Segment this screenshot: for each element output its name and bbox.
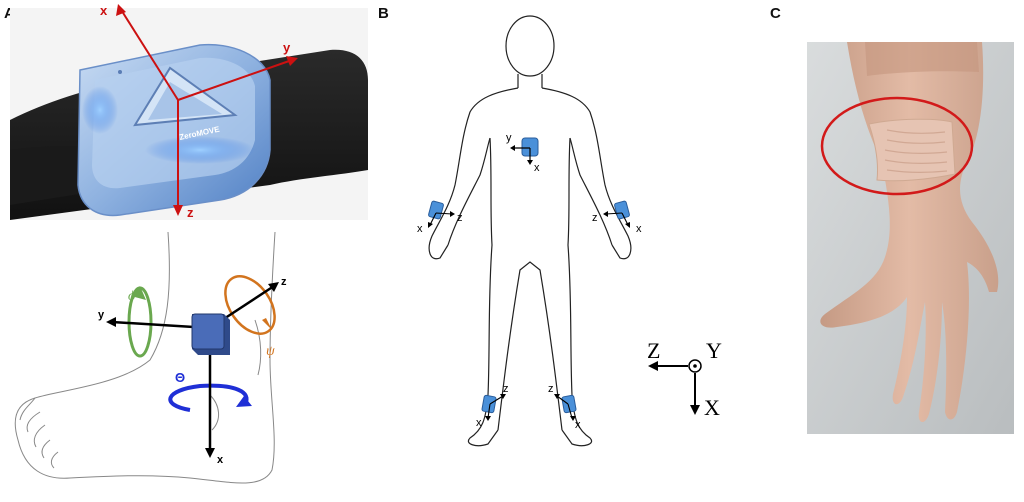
- panel-b: y x z x z x z x z x: [417, 15, 722, 447]
- panel-label-b: B: [378, 5, 389, 22]
- arm-photo: [820, 42, 999, 423]
- left-ankle-sensor-z-label: z: [548, 383, 554, 395]
- chest-sensor-y-label: y: [506, 132, 512, 144]
- ankle-axis-y-label: y: [98, 309, 105, 321]
- left-wrist-sensor: z x: [592, 200, 642, 235]
- right-wrist-sensor: z x: [417, 200, 463, 235]
- theta-arrowhead-icon: [236, 396, 252, 407]
- left-wrist-sensor-x-label: x: [636, 223, 642, 235]
- right-wrist-sensor-icon: [428, 200, 444, 220]
- panel-c-photo: [807, 42, 1014, 434]
- right-ankle-sensor-x-label: x: [476, 417, 482, 429]
- left-wrist-sensor-icon: [614, 200, 630, 220]
- psi-label: ψ: [266, 344, 275, 359]
- right-ankle-sensor-icon: [481, 394, 497, 414]
- device-photo: ZeroMOVE: [10, 8, 368, 220]
- left-wrist-sensor-z-label: z: [592, 212, 598, 224]
- device-axis-x-label: x: [100, 3, 108, 18]
- panel-label-a: A: [4, 5, 15, 22]
- left-ankle-sensor-icon: [561, 394, 577, 414]
- chest-sensor: y x: [506, 132, 540, 174]
- ankle-axis-z-label: z: [281, 276, 287, 288]
- left-ankle-sensor-x-label: x: [575, 419, 581, 431]
- right-ankle-sensor: z x: [476, 383, 509, 429]
- patch-highlight-ellipse: [820, 96, 974, 196]
- reference-x-label: X: [704, 395, 720, 420]
- skin-patch: [868, 118, 956, 182]
- device-axis-z-label: z: [187, 205, 194, 220]
- device-axis-y-label: y: [283, 40, 291, 55]
- ankle-axis-x-label: x: [217, 454, 224, 466]
- ankle-outline: [14, 231, 276, 484]
- phi-label: ϕ: [128, 289, 135, 304]
- psi-rotation-arrow: [224, 275, 276, 335]
- reference-frame: Z Y X: [647, 338, 722, 420]
- right-ankle-sensor-z-label: z: [503, 383, 509, 395]
- psi-arrowhead-icon: [262, 318, 272, 330]
- theta-rotation-arrow: [168, 383, 249, 412]
- right-wrist-sensor-z-label: z: [457, 212, 463, 224]
- reference-y-label: Y: [706, 338, 722, 363]
- phi-arrowhead-icon: [131, 286, 146, 300]
- chest-sensor-x-label: x: [534, 162, 540, 174]
- theta-label: Θ: [175, 370, 185, 385]
- body-outline: [428, 15, 632, 447]
- left-ankle-sensor: z x: [548, 383, 581, 431]
- reference-z-label: Z: [647, 338, 660, 363]
- panel-a: ZeroMOVE x y z ϕ ψ Θ: [10, 3, 368, 484]
- device-axes: [116, 4, 298, 216]
- right-wrist-sensor-x-label: x: [417, 223, 423, 235]
- ankle-sensor-icon: [191, 313, 230, 355]
- panel-label-c: C: [770, 5, 781, 22]
- ankle-axes: [106, 282, 279, 458]
